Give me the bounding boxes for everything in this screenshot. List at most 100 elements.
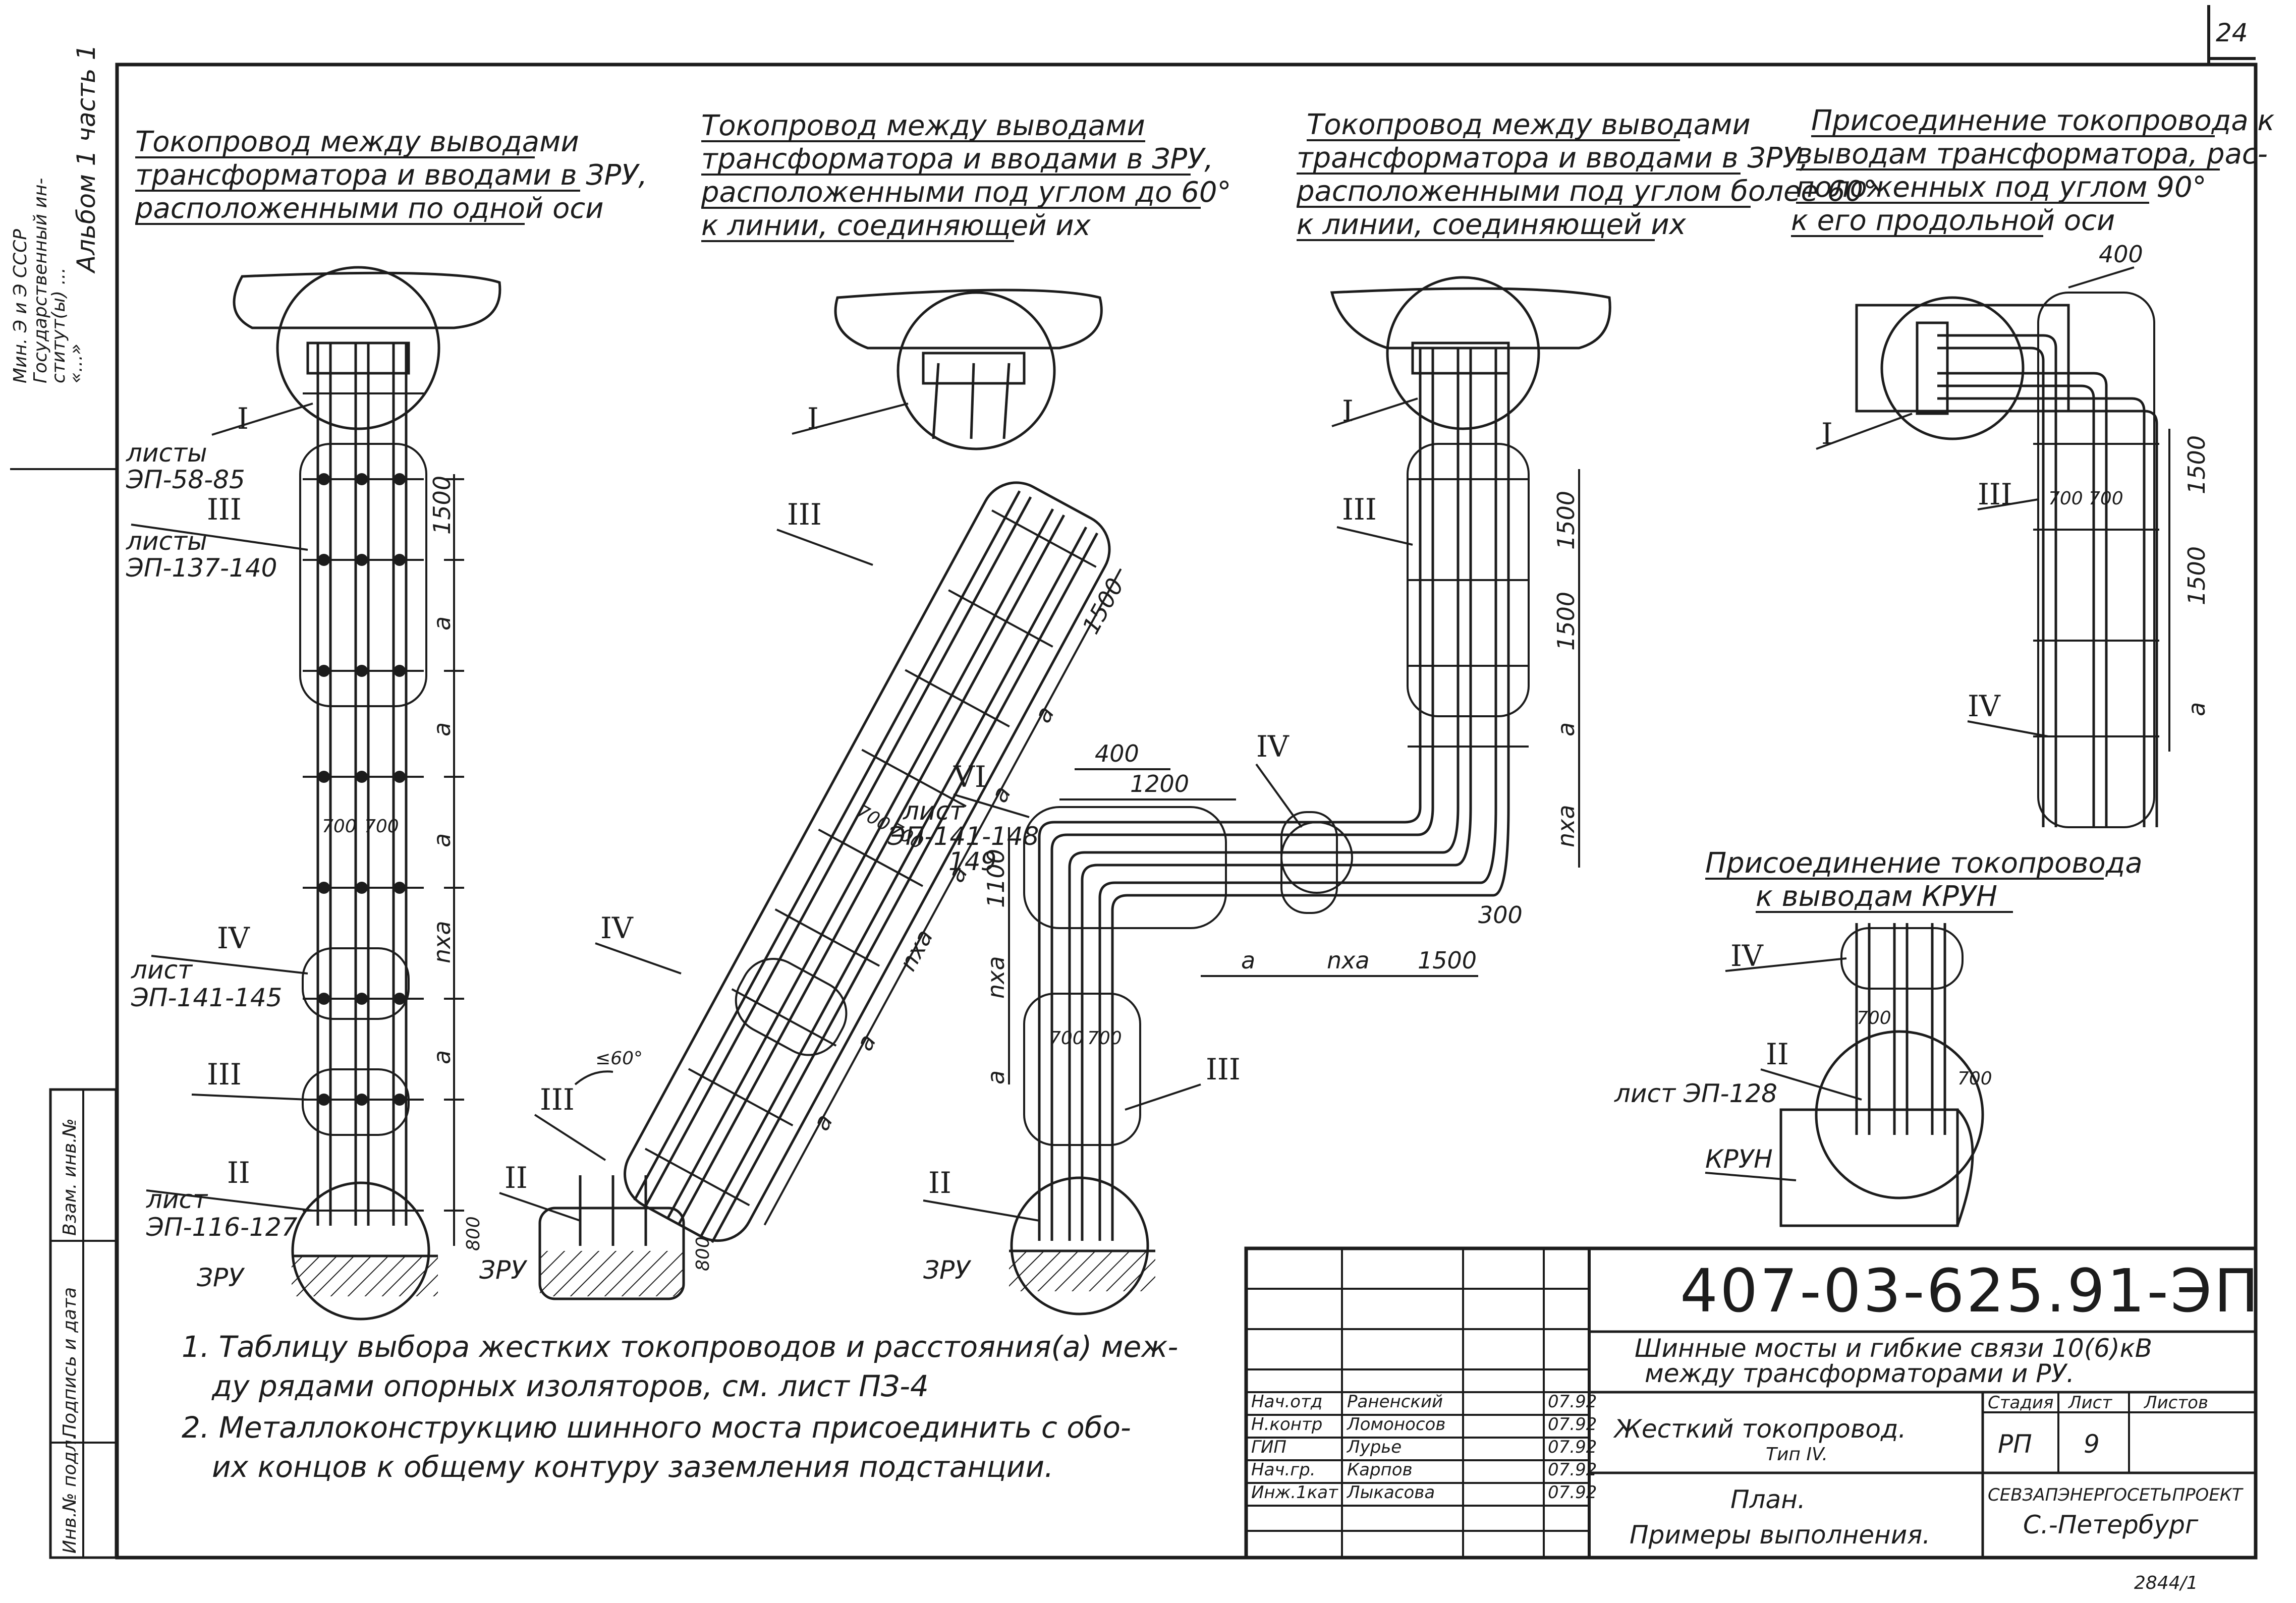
stage-header: Стадия — [1988, 1393, 2053, 1413]
view2-dim-a-4: a — [851, 1029, 881, 1055]
view3-title-line-2: трансформатора и вводами в ЗРУ, — [1297, 142, 1809, 175]
sig-date-5: 07.92 — [1548, 1482, 1597, 1503]
view1-title-line-3: расположенными по одной оси — [135, 192, 604, 225]
sig-role-4: Нач.гр. — [1251, 1460, 1316, 1480]
project-line-2: между трансформаторами и РУ. — [1645, 1359, 2075, 1388]
view2-title-line-3: расположенными под углом до 60° — [701, 176, 1231, 209]
view1-straight-busway: Токопровод между выводами трансформатора… — [126, 126, 647, 1321]
view2-title-line-1: Токопровод между выводами — [701, 109, 1145, 142]
sig-date-4: 07.92 — [1548, 1460, 1597, 1480]
view2-angled-busway: Токопровод между выводами трансформатора… — [479, 109, 1231, 1300]
view4-dim-400: 400 — [2099, 241, 2143, 268]
view3-ref-value-2: 149 — [948, 847, 996, 876]
view3-mark-VI: VI — [953, 760, 986, 794]
view4-dim-1500-2: 1500 — [2183, 546, 2210, 605]
view3-title-line-1: Токопровод между выводами — [1307, 108, 1751, 141]
view5-mark-II: II — [1766, 1037, 1789, 1071]
view2-mark-II: II — [505, 1161, 528, 1195]
sheet-number: 9 — [2084, 1429, 2100, 1459]
view5-sheet-ref: лист ЭП-128 — [1614, 1079, 1777, 1108]
view1-ref4-value: ЭП-116-127 — [146, 1213, 298, 1242]
view1-dim-a-3: a — [428, 833, 456, 847]
view1-mark-III: III — [207, 492, 242, 527]
view3-spacing-left: 700 — [1049, 1028, 1084, 1049]
drawing-name: Жесткий токопровод. — [1613, 1414, 1906, 1444]
view4-title-line-3: положенных под углом 90° — [1796, 171, 2207, 204]
note-line-1: 1. Таблицу выбора жестких токопроводов и… — [182, 1330, 1178, 1364]
handwritten-mark: 2844/1 — [2134, 1573, 2198, 1593]
institution-line-4: «...» — [66, 344, 86, 383]
view1-ref3-value: ЭП-141-145 — [131, 983, 282, 1012]
view4-title-line-2: выводам трансформатора, рас- — [1796, 138, 2268, 170]
view3-mark-III: III — [1342, 492, 1377, 527]
document-code: 407-03-625.91-ЭП — [1680, 1256, 2261, 1326]
view1-mark-III-lower: III — [207, 1057, 242, 1092]
view4-title-line-4: к его продольной оси — [1791, 204, 2115, 237]
approval-stamp: Инв.№ подл. Подпись и дата Взам. инв.№ — [49, 1088, 118, 1559]
view5-krun-label: КРУН — [1705, 1144, 1773, 1174]
view3-dim-nxa-left: nxa — [982, 956, 1010, 999]
view1-ref4-label: лист — [146, 1185, 208, 1214]
view2-dim-a-2: a — [985, 781, 1016, 807]
view2-mark-III: III — [787, 497, 822, 532]
view2-dim-800: 800 — [693, 1236, 713, 1271]
view1-ref2-value: ЭП-137-140 — [126, 553, 277, 583]
view5-title-line-1: Присоединение токопровода — [1705, 847, 2143, 880]
sig-role-3: ГИП — [1251, 1437, 1286, 1457]
title-block: Нач.отд Раненский 07.92 Н.контр Ломоносо… — [1244, 1246, 2261, 1560]
view1-title-line-2: трансформатора и вводами в ЗРУ, — [135, 159, 647, 192]
view1-dim-a-2: a — [428, 722, 456, 736]
drawing-type: Тип IV. — [1766, 1444, 1828, 1465]
view3-dim-1500-1: 1500 — [1552, 491, 1580, 550]
view3-dim-a: a — [1552, 722, 1580, 736]
view2-mark-I: I — [807, 402, 819, 436]
view2-mark-IV: IV — [600, 911, 634, 945]
view2-switchgear-label: ЗРУ — [479, 1255, 528, 1285]
view5-spacing-right: 700 — [1857, 1008, 1891, 1028]
view1-dim-a-1: a — [428, 616, 456, 631]
view3-dim-1500-h: 1500 — [1418, 947, 1477, 974]
view2-spacing-left: 700 — [853, 801, 893, 836]
institution-line-2: Государственный ин- — [30, 178, 51, 383]
frame — [115, 5, 2258, 1560]
note-line-4: их концов к общему контуру заземления по… — [212, 1450, 1053, 1484]
view3-dim-a-h: a — [1241, 947, 1255, 974]
view2-angle: ≤60° — [595, 1048, 643, 1069]
view3-title-line-4: к линии, соединяющей их — [1297, 208, 1687, 241]
view1-spacing-right: 700 — [364, 816, 399, 837]
view1-mark-II: II — [227, 1156, 250, 1190]
sheet-title-line-1: План. — [1730, 1485, 1806, 1514]
view5-spacing-left: 700 — [1957, 1068, 1992, 1089]
sig-date-2: 07.92 — [1548, 1414, 1597, 1435]
view3-ref-label: лист — [903, 796, 965, 826]
view1-ref3-label: лист — [131, 955, 193, 985]
album-label: Альбом 1 часть 1 — [72, 44, 101, 274]
view3-ref-value: ЭП-141-148 — [887, 822, 1039, 851]
view3-dim-400: 400 — [1095, 740, 1139, 767]
sig-date-1: 07.92 — [1548, 1392, 1597, 1412]
organization-name: СЕВЗАПЭНЕРГОСЕТЬПРОЕКТ — [1988, 1485, 2244, 1505]
view3-dim-1200: 1200 — [1130, 770, 1189, 797]
institution-line-3: ститут(ы) ... — [48, 267, 69, 383]
note-line-2: ду рядами опорных изоляторов, см. лист П… — [211, 1369, 929, 1403]
general-notes: 1. Таблицу выбора жестких токопроводов и… — [182, 1330, 1178, 1484]
view1-ref1-label: листы — [126, 438, 207, 468]
view1-ref1-value: ЭП-58-85 — [126, 465, 245, 494]
view1-spacing-left: 700 — [322, 816, 357, 837]
view1-mark-I: I — [237, 402, 249, 436]
view1-mark-IV: IV — [217, 921, 250, 955]
view2-dim-a-1: a — [1029, 702, 1059, 727]
sheets-header: Листов — [2143, 1393, 2208, 1413]
project-line-1: Шинные мосты и гибкие связи 10(6)кВ — [1635, 1334, 2152, 1363]
view3-dim-1500-2: 1500 — [1552, 592, 1580, 651]
sig-name-3: Лурье — [1346, 1437, 1402, 1457]
view4-dim-1500-1: 1500 — [2183, 435, 2210, 494]
page-number: 24 — [2216, 18, 2248, 47]
view2-mark-III-lower: III — [540, 1082, 575, 1117]
sig-role-2: Н.контр — [1251, 1414, 1322, 1435]
view4-spacing-left: 700 — [2048, 488, 2083, 509]
note-line-3: 2. Металлоконструкцию шинного моста прис… — [182, 1410, 1131, 1445]
sig-name-4: Карпов — [1347, 1460, 1413, 1480]
sheet-header: Лист — [2067, 1393, 2112, 1413]
view4-mark-IV: IV — [1968, 689, 2001, 723]
